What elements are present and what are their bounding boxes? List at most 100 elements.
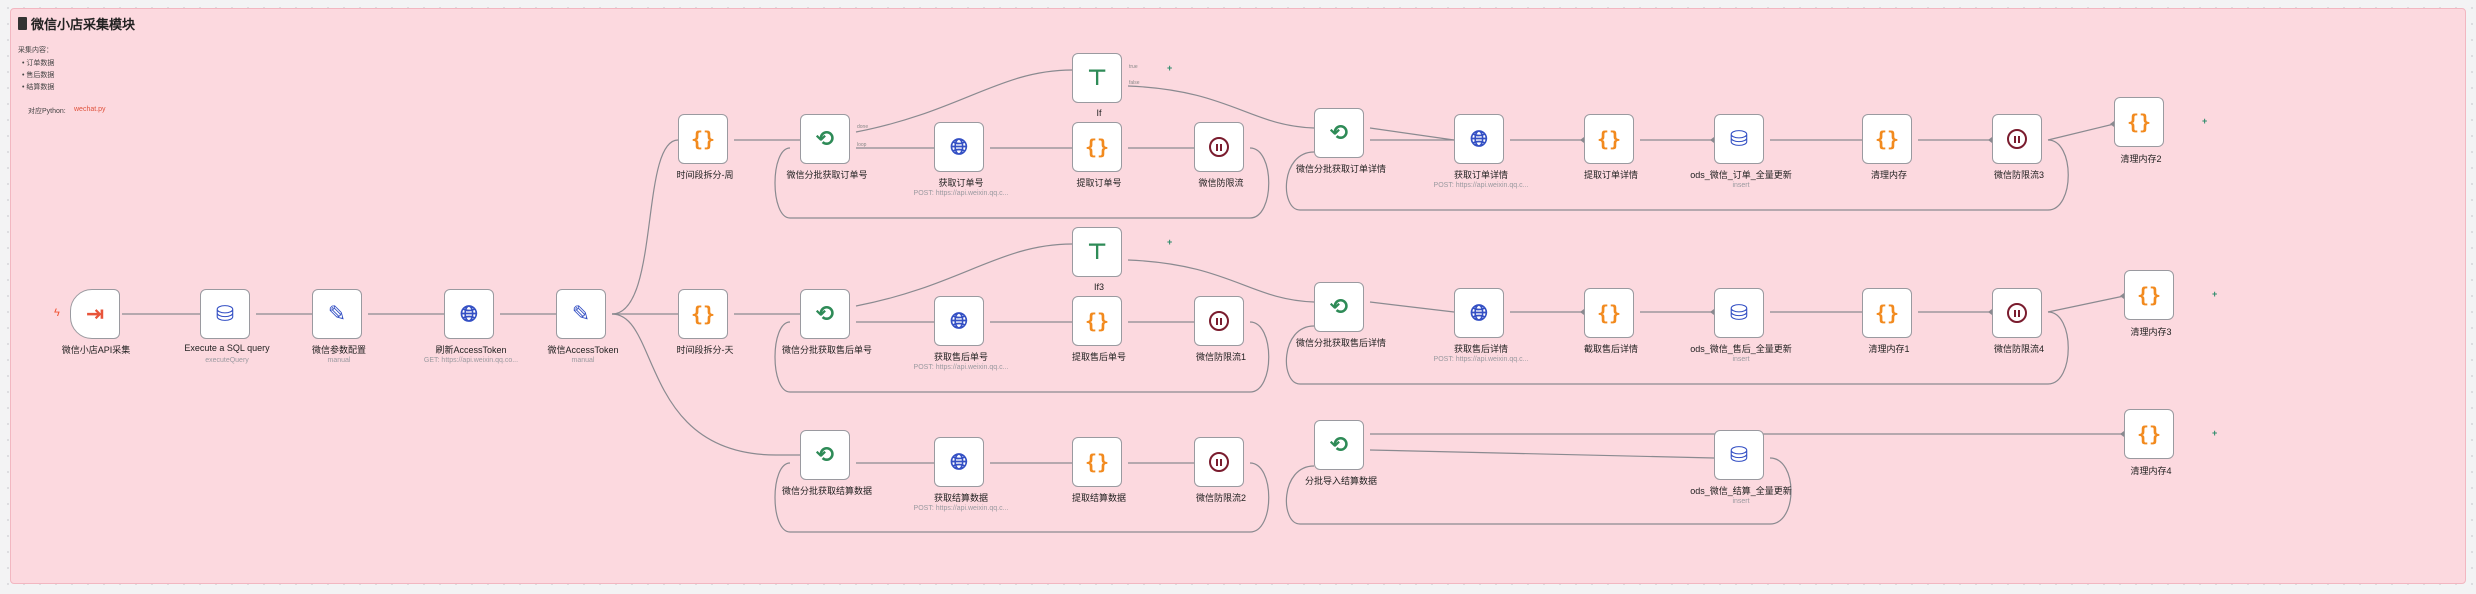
node-batch-order-no[interactable]: ⟲: [800, 114, 850, 164]
wire[interactable]: [1369, 449, 1715, 459]
wire[interactable]: [1285, 311, 2069, 385]
braces-icon: {}: [1874, 301, 1900, 325]
node-get-order-no[interactable]: 🌐︎: [934, 122, 984, 172]
database-icon: ⛁: [215, 301, 235, 326]
node-clear-mem4[interactable]: {}: [2124, 409, 2174, 459]
pause-icon: [2007, 303, 2027, 323]
wire[interactable]: [611, 139, 679, 315]
wire[interactable]: [1127, 259, 1315, 303]
node-sql[interactable]: ⛁: [200, 289, 250, 339]
node-label: If: [1096, 108, 1102, 118]
wire[interactable]: [774, 147, 1270, 219]
database-icon: ⛁: [1729, 442, 1749, 467]
node-label: 清理内存2: [2120, 154, 2162, 164]
node-limit3[interactable]: [1992, 114, 2042, 164]
braces-icon: {}: [2136, 283, 2162, 307]
node-if1[interactable]: ⊤: [1072, 53, 1122, 103]
node-wx-token[interactable]: ✎: [556, 289, 606, 339]
node-get-aftersale-detail[interactable]: 🌐︎: [1454, 288, 1504, 338]
node-ods-aftersale[interactable]: ⛁: [1714, 288, 1764, 338]
node-batch-aftersale-no[interactable]: ⟲: [800, 289, 850, 339]
add-node-icon[interactable]: +: [2202, 116, 2208, 126]
globe-icon: 🌐︎: [1470, 300, 1488, 325]
pause-icon: [1209, 137, 1229, 157]
node-ods-order[interactable]: ⛁: [1714, 114, 1764, 164]
node-clear-mem1[interactable]: {}: [1862, 288, 1912, 338]
add-node-icon[interactable]: +: [1167, 63, 1173, 73]
braces-icon: {}: [1596, 301, 1622, 325]
node-label: 微信防限流3: [1993, 170, 2045, 180]
node-label: 获取订单详情: [1453, 170, 1509, 180]
node-get-settle[interactable]: 🌐︎: [934, 437, 984, 487]
wire[interactable]: [1285, 139, 2069, 211]
node-label: 微信分批获取售后单号: [781, 345, 873, 355]
node-get-aftersale-no[interactable]: 🌐︎: [934, 296, 984, 346]
node-refresh-token[interactable]: 🌐︎: [444, 289, 494, 339]
note-intro: 采集内容：: [18, 47, 53, 54]
node-extract-order-detail[interactable]: {}: [1584, 114, 1634, 164]
node-get-order-detail[interactable]: 🌐︎: [1454, 114, 1504, 164]
node-label: 分批导入结算数据: [1304, 476, 1378, 486]
braces-icon: {}: [1596, 127, 1622, 151]
note-bullet-text: 订单数据: [26, 60, 55, 67]
node-label: 微信分批获取订单号: [786, 170, 868, 180]
node-label: 微信防限流1: [1195, 352, 1247, 362]
node-subtitle: executeQuery: [205, 357, 249, 364]
sign-out-icon: ⇥: [85, 301, 105, 326]
braces-icon: {}: [690, 127, 716, 151]
wire[interactable]: [1127, 85, 1315, 129]
node-label: 微信分批获取订单详情: [1295, 164, 1387, 174]
wire[interactable]: [774, 321, 1270, 393]
node-label: 提取订单号: [1076, 178, 1122, 188]
node-subtitle: insert: [1732, 356, 1750, 363]
note-bullet-3: • 结算数据: [22, 84, 55, 91]
add-node-icon[interactable]: +: [1167, 237, 1173, 247]
node-extract-settle[interactable]: {}: [1072, 437, 1122, 487]
node-extract-aftersale-no[interactable]: {}: [1072, 296, 1122, 346]
note-python-label: 对应Python:: [28, 108, 66, 115]
wire[interactable]: [1285, 457, 1792, 525]
wire[interactable]: [1369, 301, 1455, 313]
node-subtitle: POST: https://api.weixin.qq.c...: [913, 505, 1009, 512]
node-batch-settle[interactable]: ⟲: [800, 430, 850, 480]
node-time-day[interactable]: {}: [678, 289, 728, 339]
node-trigger[interactable]: ⇥: [70, 289, 120, 339]
node-clear-mem[interactable]: {}: [1862, 114, 1912, 164]
node-label: ods_微信_订单_全量更新: [1690, 170, 1792, 180]
node-if3[interactable]: ⊤: [1072, 227, 1122, 277]
wire[interactable]: [855, 243, 1073, 307]
node-label: 提取售后单号: [1071, 352, 1127, 362]
node-time-week[interactable]: {}: [678, 114, 728, 164]
note-python-file[interactable]: wechat.py: [74, 106, 106, 113]
node-limit1[interactable]: [1194, 122, 1244, 172]
wire[interactable]: [855, 69, 1073, 133]
node-limit4[interactable]: [1992, 288, 2042, 338]
wire[interactable]: [1369, 127, 1455, 141]
node-label: ods_微信_售后_全量更新: [1690, 344, 1792, 354]
node-params[interactable]: ✎: [312, 289, 362, 339]
node-clear-mem3[interactable]: {}: [2124, 270, 2174, 320]
node-cut-aftersale-detail[interactable]: {}: [1584, 288, 1634, 338]
wire[interactable]: [774, 462, 1270, 533]
node-batch-import-settle[interactable]: ⟲: [1314, 420, 1364, 470]
node-label: ods_微信_结算_全量更新: [1690, 486, 1792, 496]
wire[interactable]: [2047, 123, 2115, 141]
node-clear-mem2[interactable]: {}: [2114, 97, 2164, 147]
wire[interactable]: [2047, 295, 2125, 313]
node-batch-order-detail[interactable]: ⟲: [1314, 108, 1364, 158]
add-node-icon[interactable]: +: [2212, 289, 2218, 299]
node-batch-aftersale-detail[interactable]: ⟲: [1314, 282, 1364, 332]
node-extract-order-no[interactable]: {}: [1072, 122, 1122, 172]
wire[interactable]: [611, 313, 777, 456]
node-label: 微信防限流2: [1195, 493, 1247, 503]
loop-icon: ⟲: [815, 126, 835, 151]
document-icon: [18, 17, 27, 30]
globe-icon: 🌐︎: [460, 301, 478, 326]
node-limit1b[interactable]: [1194, 296, 1244, 346]
pencil-icon: ✎: [571, 301, 591, 326]
node-subtitle: insert: [1732, 498, 1750, 505]
add-node-icon[interactable]: +: [2212, 428, 2218, 438]
node-label: 清理内存4: [2130, 466, 2172, 476]
node-limit2[interactable]: [1194, 437, 1244, 487]
node-ods-settle[interactable]: ⛁: [1714, 430, 1764, 480]
